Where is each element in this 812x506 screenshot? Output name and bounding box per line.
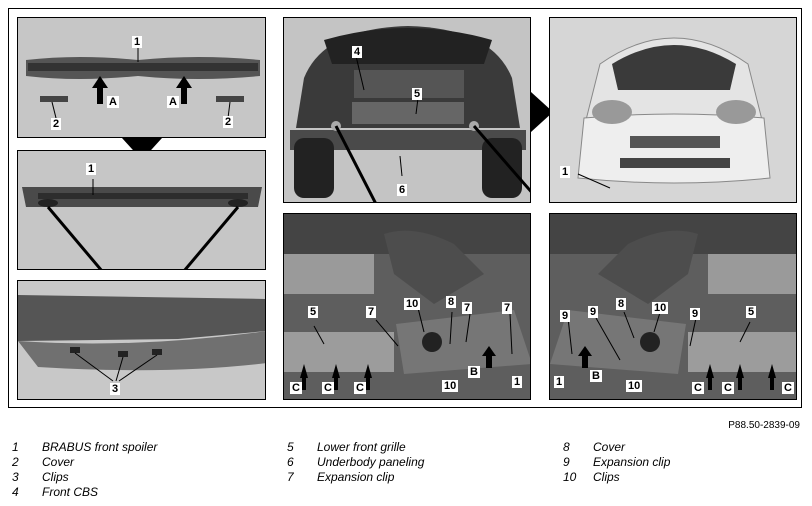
legend-item: 10 Clips xyxy=(563,470,670,485)
legend-item: 5 Lower front grille xyxy=(287,440,424,455)
legend-item: 4 Front CBS xyxy=(12,485,157,500)
legend-num: 2 xyxy=(12,455,19,469)
callout-label: 5 xyxy=(746,306,757,318)
down-arrow-icon xyxy=(122,138,162,160)
legend-num: 9 xyxy=(563,455,570,469)
panel-spoiler-removal: 1 A A 2 2 xyxy=(17,17,266,138)
legend-text: Clips xyxy=(593,470,620,484)
callout-label: 4 xyxy=(352,46,363,58)
callout-label: 10 xyxy=(442,380,459,392)
legend-item: 8 Cover xyxy=(563,440,670,455)
right-arrow-icon xyxy=(531,92,553,132)
callout-label: C xyxy=(290,382,302,394)
callout-label: B xyxy=(590,370,602,382)
callout-label: 8 xyxy=(616,298,627,310)
callout-label: 5 xyxy=(412,88,423,100)
legend-num: 10 xyxy=(563,470,577,484)
legend-num: 4 xyxy=(12,485,19,499)
legend-item: 3 Clips xyxy=(12,470,157,485)
legend-item: 2 Cover xyxy=(12,455,157,470)
legend-item: 9 Expansion clip xyxy=(563,455,670,470)
callout-label: C xyxy=(692,382,704,394)
callout-label: 6 xyxy=(397,184,408,196)
panel-car-spoiler-installed: 1 xyxy=(549,17,797,203)
callout-label: 10 xyxy=(652,302,669,314)
legend-num: 1 xyxy=(12,440,19,454)
callout-label: 9 xyxy=(690,308,701,320)
panel-grille-right: 9 9 8 10 9 5 1 B 10 C C C xyxy=(549,213,797,400)
callout-label: 2 xyxy=(51,118,62,130)
grille-left-illustration xyxy=(284,214,530,390)
clips-illustration xyxy=(18,295,265,382)
callout-label: 7 xyxy=(366,306,377,318)
spoiler-rear-illustration xyxy=(22,179,262,269)
grille-right-illustration xyxy=(550,214,796,390)
callout-label: A xyxy=(167,96,179,108)
legend-text: Expansion clip xyxy=(317,470,395,484)
panel-grille-left: 5 7 10 8 7 7 10 B 1 C C C xyxy=(283,213,531,400)
legend-num: 3 xyxy=(12,470,19,484)
legend-num: 8 xyxy=(563,440,570,454)
legend-text: Lower front grille xyxy=(317,440,406,454)
figure-reference: P88.50-2839-09 xyxy=(728,420,800,431)
callout-label: 2 xyxy=(223,116,234,128)
callout-label: 9 xyxy=(588,306,599,318)
legend-text: BRABUS front spoiler xyxy=(42,440,158,454)
callout-label: C xyxy=(322,382,334,394)
callout-label: 10 xyxy=(404,298,421,310)
callout-label: 5 xyxy=(308,306,319,318)
panel-clips-detail: 3 xyxy=(17,280,266,400)
callout-label: 10 xyxy=(626,380,643,392)
legend-text: Clips xyxy=(42,470,69,484)
callout-label: C xyxy=(722,382,734,394)
legend-num: 7 xyxy=(287,470,294,484)
legend-text: Cover xyxy=(593,440,626,454)
callout-label: 7 xyxy=(462,302,473,314)
legend-num: 5 xyxy=(287,440,294,454)
callout-label: 7 xyxy=(502,302,513,314)
callout-label: C xyxy=(354,382,366,394)
callout-label: B xyxy=(468,366,480,378)
callout-label: 1 xyxy=(512,376,523,388)
callout-label: 1 xyxy=(554,376,565,388)
legend-col-3: 8 Cover 9 Expansion clip 10 Clips xyxy=(563,440,670,485)
legend-text: Front CBS xyxy=(42,485,99,499)
legend-col-1: 1 BRABUS front spoiler 2 Cover 3 Clips 4 Fro… xyxy=(12,440,157,500)
callout-label: 9 xyxy=(560,310,571,322)
legend-item: 1 BRABUS front spoiler xyxy=(12,440,157,455)
legend-text: Cover xyxy=(42,455,75,469)
callout-label: 1 xyxy=(86,163,97,175)
callout-label: 8 xyxy=(446,296,457,308)
legend-text: Underbody paneling xyxy=(317,455,425,469)
legend-item: 6 Underbody paneling xyxy=(287,455,424,470)
callout-label: A xyxy=(107,96,119,108)
callout-label: 3 xyxy=(110,383,121,395)
spoiler-illustration xyxy=(26,48,260,119)
car-front-illustration xyxy=(290,26,530,202)
legend-num: 6 xyxy=(287,455,294,469)
legend-item: 7 Expansion clip xyxy=(287,470,424,485)
callout-label: 1 xyxy=(132,36,143,48)
car-installed-illustration xyxy=(577,37,771,189)
callout-label: C xyxy=(782,382,794,394)
panel-car-front: 4 5 6 xyxy=(283,17,531,203)
panel-spoiler-rear: 1 xyxy=(17,150,266,270)
callout-label: 1 xyxy=(560,166,571,178)
legend-text: Expansion clip xyxy=(593,455,671,469)
